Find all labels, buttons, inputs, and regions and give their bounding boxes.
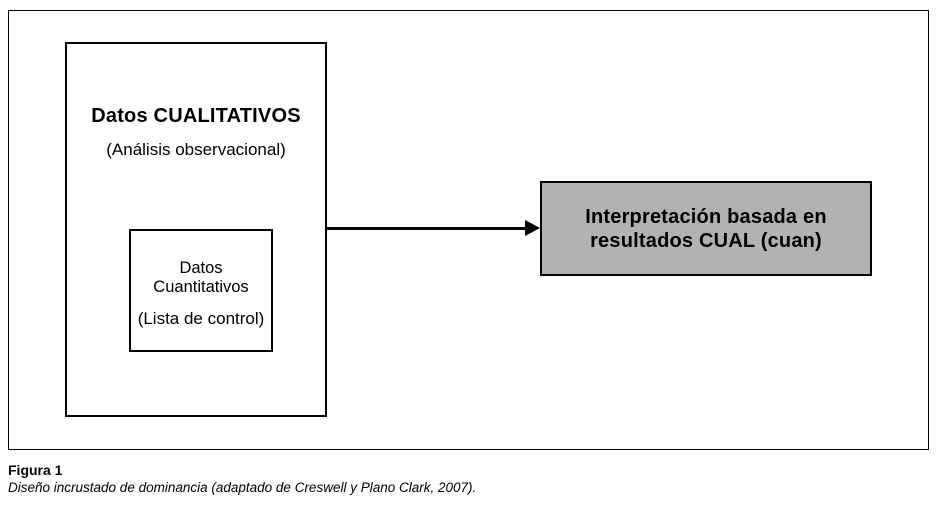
qualitative-box-title: Datos CUALITATIVOS: [91, 105, 301, 127]
interpretation-result-box: Interpretación basada en resultados CUAL…: [540, 181, 872, 276]
result-box-line1: Interpretación basada en: [585, 205, 827, 228]
quantitative-box-title-line1: Datos: [179, 258, 223, 277]
result-box-line2: resultados CUAL (cuan): [590, 229, 822, 252]
arrow-shaft: [327, 227, 528, 230]
figure-caption-text: Diseño incrustado de dominancia (adaptad…: [8, 480, 477, 495]
quantitative-box-note: (Lista de control): [137, 308, 265, 328]
arrow-head-icon: [525, 220, 540, 236]
figure-caption: Figura 1 Diseño incrustado de dominancia…: [8, 461, 476, 497]
quantitative-box-title-line2: Cuantitativos: [153, 277, 249, 296]
figure-caption-label: Figura 1: [8, 462, 63, 478]
qualitative-box-subtitle: (Análisis observacional): [106, 140, 286, 159]
quantitative-data-box: Datos Cuantitativos (Lista de control): [129, 229, 273, 352]
